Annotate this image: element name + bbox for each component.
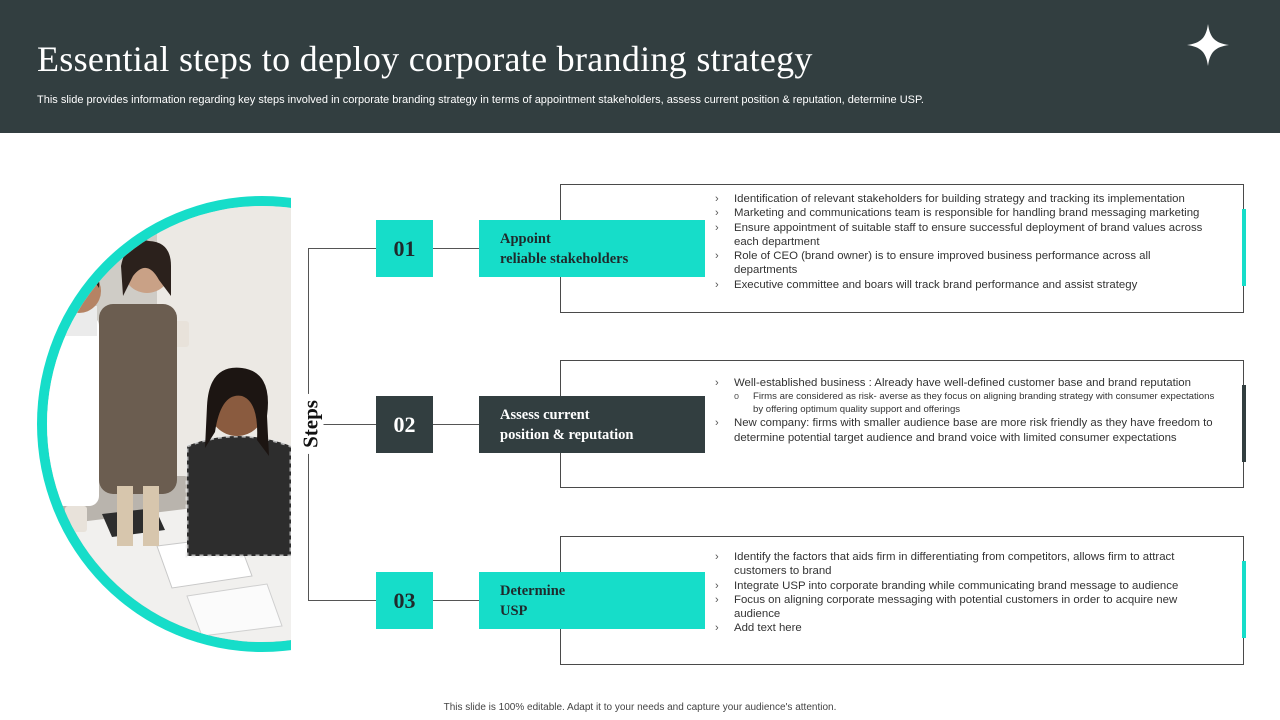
step-2-side-accent [1242,385,1246,462]
chevron-right-icon: › [715,551,719,563]
chevron-right-icon: › [715,593,719,606]
chevron-right-icon: › [715,193,719,205]
step-1-side-accent [1242,209,1246,286]
step-3-detail-box: ›Identify the factors that aids firm in … [560,536,1246,665]
connector-h-1b [433,248,479,249]
chevron-right-icon: › [715,579,719,592]
circle-bullet-icon: o [734,391,740,402]
list-item: ›Ensure appointment of suitable staff to… [715,221,1203,248]
step-3-side-accent [1242,561,1246,638]
step-3-number: 03 [376,572,433,629]
chevron-right-icon: › [715,207,719,220]
step-3-title-line2: USP [500,602,528,619]
list-item: ›Role of CEO (brand owner) is to ensure … [715,250,1151,277]
connector-h-3a [308,600,376,601]
list-item: ›Marketing and communications team is re… [715,207,1200,220]
step-3-title: Determine USP [479,572,705,629]
step-1-title-line2: reliable stakeholders [500,250,629,267]
connector-h-2a [308,424,376,425]
step-1-title-line1: Appoint [500,230,551,247]
list-item: ›New company: firms with smaller audienc… [715,417,1213,444]
team-meeting-photo [37,196,291,652]
list-item: ›Integrate USP into corporate branding w… [715,579,1179,592]
list-item: ›Identify the factors that aids firm in … [715,551,1175,578]
page-subtitle: This slide provides information regardin… [37,94,924,106]
chevron-right-icon: › [715,417,719,430]
list-item: ›Executive committee and boars will trac… [715,278,1138,291]
list-item: ›Well-established business : Already hav… [715,377,1191,389]
page-title: Essential steps to deploy corporate bran… [37,39,813,79]
chevron-right-icon: › [715,622,719,635]
step-3-title-line1: Determine [500,582,566,599]
chevron-right-icon: › [715,377,719,389]
header-bar: Essential steps to deploy corporate bran… [0,0,1280,133]
connector-h-3b [433,600,479,601]
step-2-points: ›Well-established business : Already hav… [715,376,1215,445]
chevron-right-icon: › [715,278,719,291]
step-1-number: 01 [376,220,433,277]
footer-note: This slide is 100% editable. Adapt it to… [443,702,837,713]
step-2-title-line1: Assess current [500,406,590,423]
step-1-title: Appoint reliable stakeholders [479,220,705,277]
list-item: ›Identification of relevant stakeholders… [715,193,1185,205]
step-3-points: ›Identify the factors that aids firm in … [715,550,1215,636]
list-item: ›Add text here [715,622,802,635]
connector-h-2b [433,424,479,425]
step-2-title: Assess current position & reputation [479,396,705,453]
step-2-title-line2: position & reputation [500,426,634,443]
chevron-right-icon: › [715,221,719,234]
step-2-number: 02 [376,396,433,453]
connector-h-1a [308,248,376,249]
step-1-points: ›Identification of relevant stakeholders… [715,192,1215,292]
chevron-right-icon: › [715,250,719,263]
steps-label: Steps [298,394,324,454]
list-item: ›Focus on aligning corporate messaging w… [715,593,1178,621]
four-point-star-icon [1187,24,1229,66]
